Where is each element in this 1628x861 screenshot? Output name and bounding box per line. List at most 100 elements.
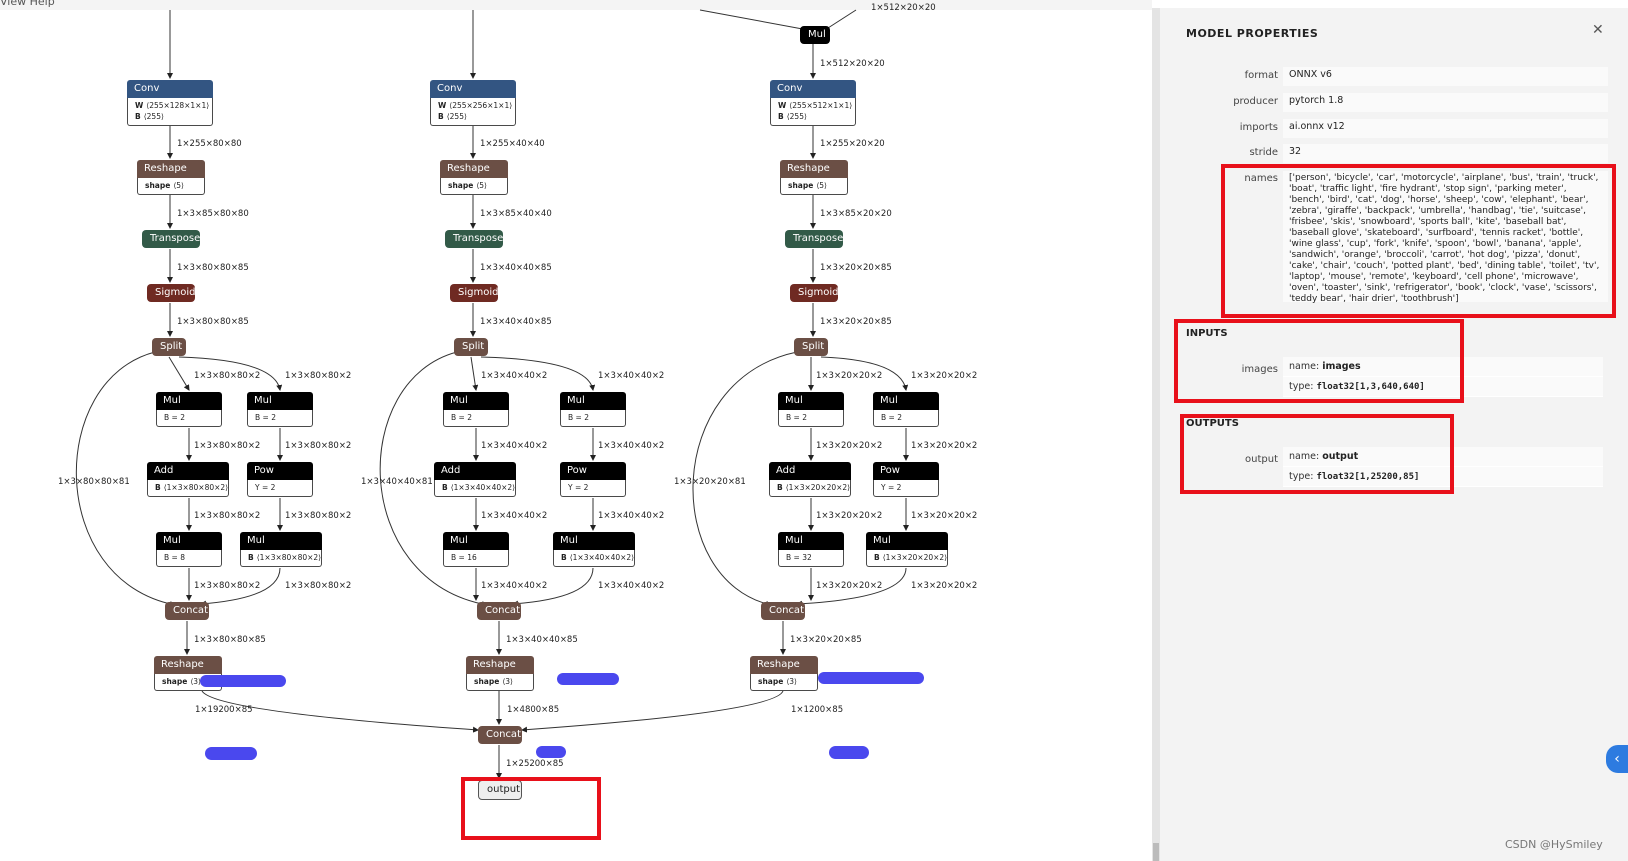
- graph-edge: [512, 567, 594, 607]
- output-type: float32[1,25200,85]: [1316, 472, 1420, 482]
- node-attr: ⟨255×128×1×1⟩: [146, 101, 210, 110]
- prop-label-imports: imports: [1239, 122, 1278, 133]
- node-attr: ⟨1×3×80×80×2⟩: [256, 553, 322, 562]
- node-attr: ⟨1×3×40×40×2⟩: [569, 553, 635, 562]
- node-attr: B = 32: [786, 553, 812, 562]
- node-transpose[interactable]: Transpose: [785, 230, 843, 248]
- scribble-mark: [205, 747, 257, 760]
- node-attr: Y = 2: [881, 483, 902, 492]
- node-concat-final[interactable]: Concat: [478, 726, 522, 744]
- node-attr: ⟨1×3×80×80×2⟩: [163, 483, 229, 492]
- node-title: Transpose: [785, 230, 843, 248]
- edge-label: 1×4800×85: [507, 705, 560, 715]
- node-sigmoid[interactable]: Sigmoid: [450, 284, 498, 302]
- edge-label: 1×3×40×40×2: [598, 511, 665, 521]
- node-title: Reshape: [440, 160, 508, 178]
- prop-value-producer: pytorch 1.8: [1283, 93, 1608, 112]
- highlight-outputs: [1180, 414, 1454, 494]
- edge-label: 1×3×20×20×2: [911, 581, 978, 591]
- node-concat[interactable]: Concat: [761, 602, 805, 620]
- node-title: Mul: [156, 392, 222, 410]
- edge-label: 1×3×80×80×2: [285, 511, 352, 521]
- edge-label: 1×3×20×20×81: [674, 477, 746, 487]
- edge-label: 1×3×40×40×2: [481, 511, 548, 521]
- node-attr: B = 2: [164, 413, 185, 422]
- node-mul-top[interactable]: Mul: [800, 26, 830, 44]
- node-title: Conv: [770, 80, 856, 98]
- node-transpose[interactable]: Transpose: [142, 230, 200, 248]
- node-sigmoid[interactable]: Sigmoid: [790, 284, 838, 302]
- graph-edge: [827, 9, 857, 29]
- menu-bar[interactable]: View Help: [0, 0, 55, 8]
- node-attr: ⟨5⟩: [476, 181, 487, 190]
- input-name: images: [1322, 361, 1361, 372]
- graph-edge: [521, 690, 784, 733]
- node-split[interactable]: Split: [454, 338, 488, 356]
- node-title: Transpose: [142, 230, 200, 248]
- inputs-heading: INPUTS: [1186, 328, 1228, 339]
- edge-label: 1×3×40×40×2: [481, 441, 548, 451]
- graph-edge: [470, 356, 479, 391]
- prop-value-format: ONNX v6: [1283, 67, 1608, 86]
- node-attr: B = 2: [255, 413, 276, 422]
- edge-label: 1×3×85×80×80: [177, 209, 249, 219]
- node-title: Add: [434, 462, 516, 480]
- edge-label: 1×3×80×80×2: [194, 441, 261, 451]
- edge-label: 1×25200×85: [506, 759, 564, 769]
- node-attr: Y = 2: [255, 483, 276, 492]
- node-title: Transpose: [445, 230, 503, 248]
- chevron-left-icon[interactable]: ‹: [1606, 745, 1628, 773]
- edge-label: 1×3×20×20×2: [911, 371, 978, 381]
- input-label: images: [1241, 364, 1278, 375]
- graph-edge: [480, 356, 596, 391]
- edge-label: 1×3×40×40×2: [598, 441, 665, 451]
- node-split[interactable]: Split: [794, 338, 828, 356]
- node-title: Conv: [430, 80, 516, 98]
- edge-label: 1×3×80×80×2: [285, 371, 352, 381]
- node-attr: ⟨255×256×1×1⟩: [449, 101, 513, 110]
- node-sigmoid[interactable]: Sigmoid: [147, 284, 195, 302]
- close-icon[interactable]: ✕: [1592, 22, 1604, 38]
- node-split[interactable]: Split: [152, 338, 186, 356]
- prop-value-stride: 32: [1283, 144, 1608, 163]
- node-title: Sigmoid: [450, 284, 498, 302]
- node-concat[interactable]: Concat: [477, 602, 521, 620]
- node-mul[interactable]: Mul B = 2: [156, 392, 222, 427]
- graph-edge: [796, 567, 907, 607]
- input-name-key: name:: [1289, 361, 1320, 372]
- edge-label: 1×3×80×80×2: [285, 581, 352, 591]
- node-attr: Y = 2: [568, 483, 589, 492]
- graph-edge: [200, 567, 281, 607]
- node-attr: ⟨3⟩: [786, 677, 797, 686]
- node-transpose[interactable]: Transpose: [445, 230, 503, 248]
- node-concat[interactable]: Concat: [165, 602, 209, 620]
- edge-label: 1×3×40×40×81: [361, 477, 433, 487]
- graph-scrollbar[interactable]: [1152, 8, 1160, 861]
